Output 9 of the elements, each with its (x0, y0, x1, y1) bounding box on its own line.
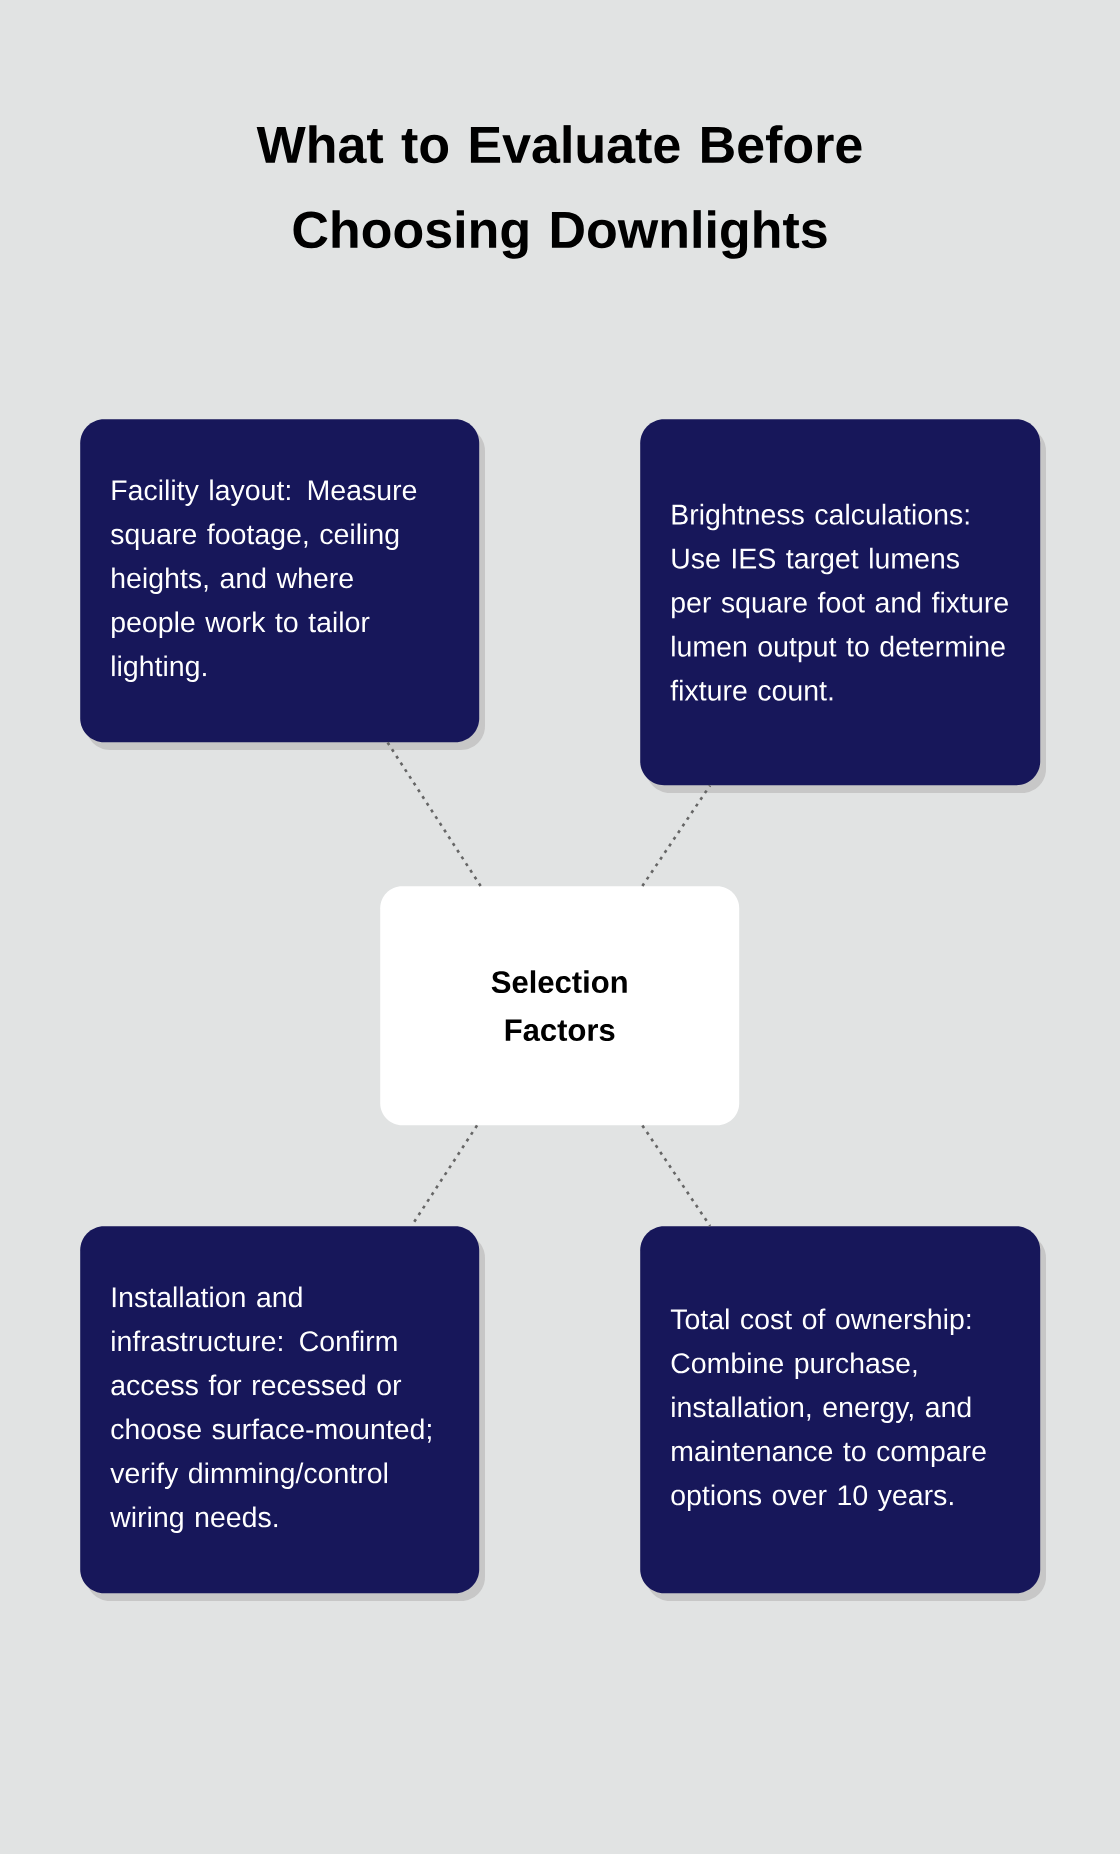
dotted-connector (641, 784, 712, 887)
center-box: Selection Factors (380, 886, 740, 1126)
factor-box: Total cost of ownership: Combine purchase, installation, energy, and maintenance to compare options over 10 years. (640, 1226, 1041, 1594)
factor-box: Facility layout: Measure square footage, ceiling heights, and where people work to tailor lighting. (80, 419, 480, 743)
dotted-connector (641, 1124, 712, 1227)
title: What to Evaluate Before Choosing Downlights (256, 125, 862, 259)
factor-box: Installation and infrastructure: Confirm access for recessed or choose surface-mounted; verify dimming/control wiring needs. (80, 1226, 480, 1594)
factor-box: Brightness calculations: Use IES target lumens per square foot and fixture lumen output to determine fixture count. (640, 419, 1041, 786)
dotted-connector (386, 741, 482, 887)
